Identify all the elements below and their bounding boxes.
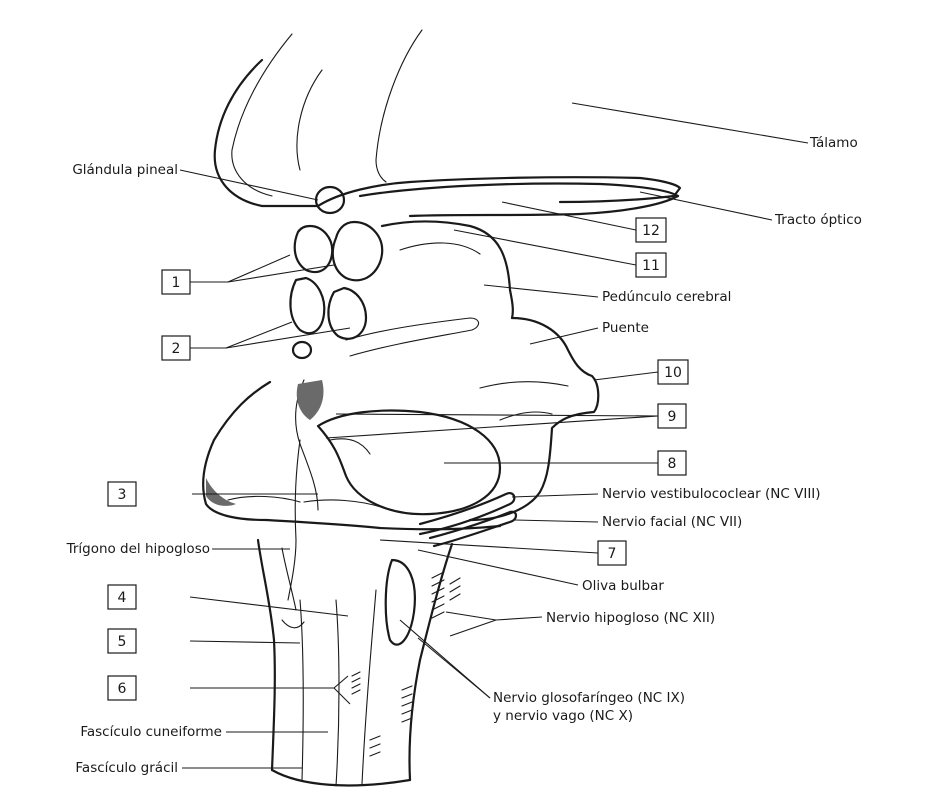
label-nervio-facial: Nervio facial (NC VII) — [602, 514, 742, 530]
label-tracto-optico: Tracto óptico — [774, 212, 862, 228]
trochlear-origin — [291, 340, 313, 360]
pons-fiber-1 — [479, 381, 569, 389]
number-box-6: 6 — [107, 675, 137, 701]
pons-outline — [468, 316, 600, 522]
striae-medullares-2 — [303, 499, 385, 509]
number-11: 11 — [642, 258, 660, 274]
facial-nerve — [428, 510, 518, 548]
number-box-10: 10 — [657, 359, 689, 385]
inferior-colliculus-left — [289, 276, 326, 335]
brainstem-drawing — [202, 29, 682, 787]
leader-lines — [179, 102, 809, 769]
label-pedunculo-cerebral: Pedúnculo cerebral — [602, 289, 731, 305]
number-10: 10 — [664, 365, 682, 381]
label-nervio-vestibulococlear: Nervio vestibulococlear (NC VIII) — [602, 486, 821, 502]
medulla-right-outline — [408, 542, 454, 782]
median-sulcus — [287, 439, 301, 601]
medulla-left-outline — [256, 538, 276, 772]
mcp-inner — [329, 438, 371, 455]
inferior-olive — [384, 558, 416, 646]
number-box-8: 8 — [657, 450, 687, 476]
middle-cerebellar-peduncle — [316, 409, 502, 516]
peduncle-sulcus — [399, 242, 481, 255]
cerebral-peduncle-outline — [380, 220, 514, 320]
superior-colliculus-right — [331, 220, 384, 282]
number-boxes: 1 2 3 4 5 6 7 8 — [107, 217, 689, 701]
number-5: 5 — [118, 634, 127, 650]
number-box-3: 3 — [107, 481, 137, 507]
striae-medullares-1 — [227, 495, 301, 503]
text-labels: Tálamo Glándula pineal Tracto óptico Ped… — [66, 135, 862, 776]
optic-tract-outline — [358, 182, 680, 218]
hypoglossal-trigone-line — [281, 547, 297, 611]
label-nervio-hipogloso: Nervio hipogloso (NC XII) — [546, 610, 715, 626]
vestibulocochlear-nerve — [418, 492, 516, 536]
number-12: 12 — [642, 223, 660, 239]
label-talamo: Tálamo — [809, 135, 858, 151]
thalamus-outline — [213, 58, 682, 208]
cut-surface-shading — [296, 380, 324, 420]
pons-fiber-2 — [499, 411, 553, 421]
label-fasciculo-cuneiforme: Fascículo cuneiforme — [80, 724, 222, 740]
glossopharyngeal-vagus-rootlets — [351, 671, 413, 757]
label-nervio-vago: y nervio vago (NC X) — [493, 708, 633, 724]
number-8: 8 — [668, 456, 677, 472]
number-box-12: 12 — [635, 217, 667, 243]
thalamus-fold-3 — [296, 69, 323, 171]
label-nervio-glosofaringeo: Nervio glosofaríngeo (NC IX) — [493, 690, 685, 706]
gracile-tubercle — [281, 619, 305, 629]
number-9: 9 — [668, 409, 677, 425]
inferior-colliculus-right — [327, 286, 368, 340]
number-box-2: 2 — [161, 335, 191, 361]
number-1: 1 — [172, 275, 181, 291]
medulla-bottom — [270, 768, 412, 787]
label-oliva-bulbar: Oliva bulbar — [582, 578, 664, 594]
number-box-4: 4 — [107, 584, 137, 610]
number-2: 2 — [172, 341, 181, 357]
number-6: 6 — [118, 681, 127, 697]
cuneate-fasciculus-line — [335, 599, 340, 787]
cut-surface-shading-2 — [206, 478, 236, 506]
number-box-5: 5 — [107, 628, 137, 654]
thalamus-fold-2 — [375, 29, 423, 183]
number-box-7: 7 — [597, 540, 627, 566]
number-box-9: 9 — [657, 403, 687, 429]
superior-colliculus-left — [293, 224, 334, 274]
number-box-11: 11 — [635, 252, 667, 278]
label-trigono-hipogloso: Trígono del hipogloso — [66, 541, 210, 557]
number-box-1: 1 — [161, 269, 191, 295]
number-7: 7 — [608, 546, 617, 562]
hypoglossal-rootlets — [431, 571, 461, 619]
rhomboid-fossa-outline — [202, 380, 502, 531]
thalamus-fold — [231, 33, 293, 197]
label-glandula-pineal: Glándula pineal — [72, 162, 178, 178]
number-3: 3 — [118, 487, 127, 503]
gracile-fasciculus-line — [299, 599, 304, 781]
label-fasciculo-gracil: Fascículo grácil — [75, 760, 178, 776]
dorsolateral-sulcus — [361, 589, 377, 785]
peduncle-ridge — [345, 317, 480, 357]
number-4: 4 — [118, 590, 127, 606]
label-puente: Puente — [602, 320, 649, 336]
